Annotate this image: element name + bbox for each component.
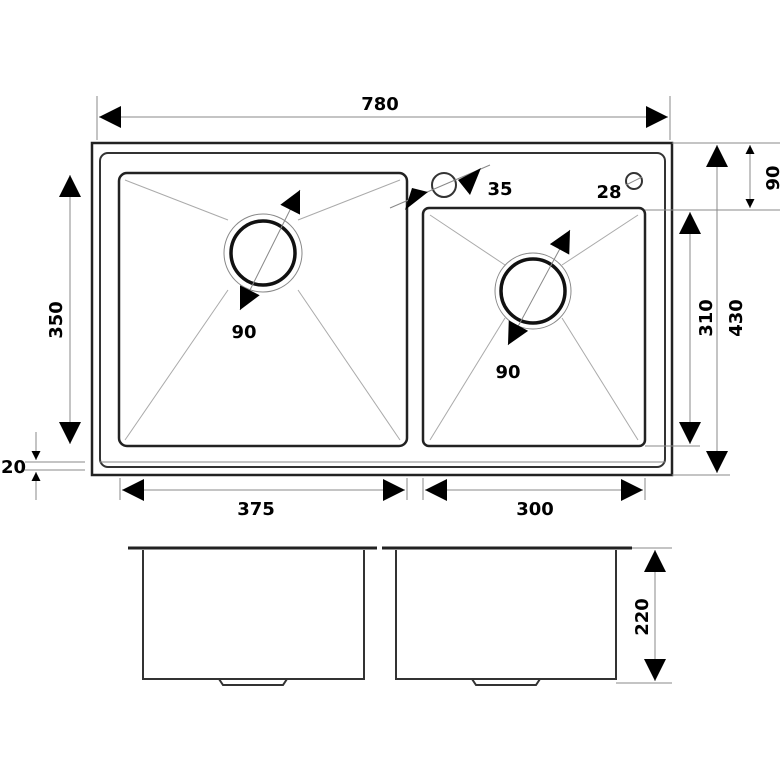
right-drain xyxy=(499,257,567,325)
left-bowl xyxy=(117,171,409,448)
right-drain-outer xyxy=(494,252,572,330)
dimensions: 780 350 20 375 300 90 430 310 90 90 35 2… xyxy=(1,94,783,520)
sink-outline xyxy=(90,141,674,477)
dim-right-bowl-depth: 310 xyxy=(696,299,717,337)
sink-rim xyxy=(99,152,666,468)
dim-left-bowl-depth: 350 xyxy=(46,301,67,339)
left-drain-dimension xyxy=(239,189,301,311)
dim-right-bowl-width: 300 xyxy=(516,499,554,520)
left-drain-profile xyxy=(218,678,288,686)
side-view: 220 xyxy=(128,546,672,686)
right-drain-profile xyxy=(471,678,541,686)
top-view xyxy=(90,141,674,477)
dim-tap-hole: 35 xyxy=(487,179,512,200)
accessory-hole xyxy=(625,172,643,190)
dim-overall-depth: 430 xyxy=(726,299,747,337)
right-bowl-profile xyxy=(395,550,617,680)
dim-left-drain: 90 xyxy=(231,322,256,343)
tap-hole xyxy=(431,172,457,198)
dim-overall-width: 780 xyxy=(361,94,399,115)
dim-bowl-height: 220 xyxy=(632,598,653,636)
dim-front-rim: 20 xyxy=(1,457,26,478)
right-drain-dimension xyxy=(507,229,571,346)
left-drain xyxy=(229,219,297,287)
dim-rear-deck: 90 xyxy=(763,165,783,190)
dim-left-bowl-width: 375 xyxy=(237,499,275,520)
dim-accessory-hole: 28 xyxy=(596,182,621,203)
right-bowl xyxy=(421,206,647,448)
left-drain-outer xyxy=(223,213,303,293)
left-bowl-profile xyxy=(142,550,365,680)
dim-right-drain: 90 xyxy=(495,362,520,383)
